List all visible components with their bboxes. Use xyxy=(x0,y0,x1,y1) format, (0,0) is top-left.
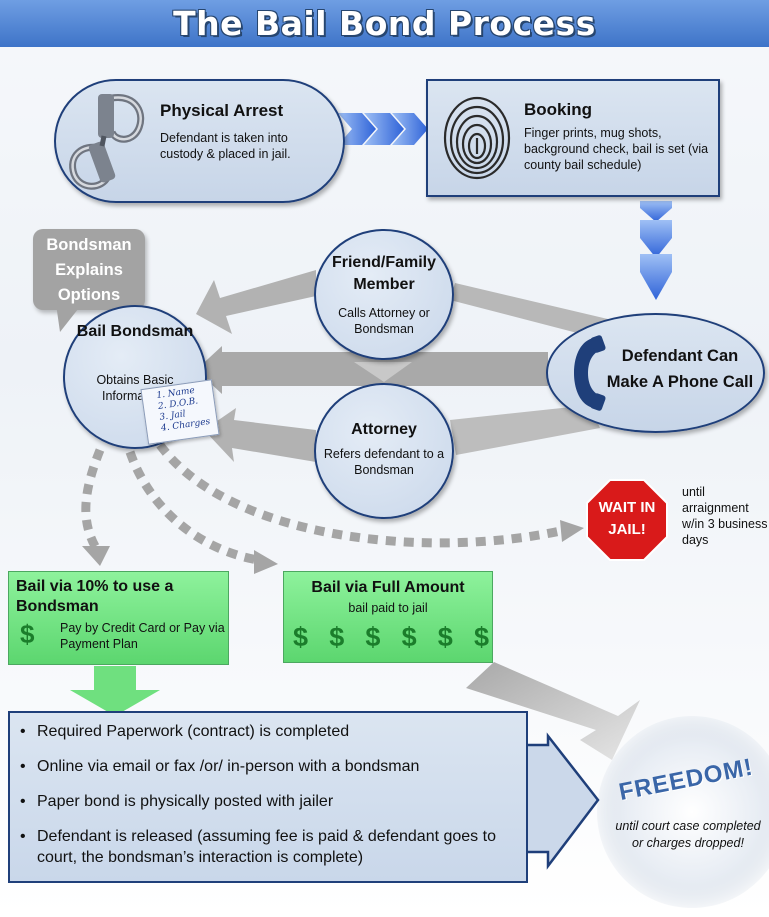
step-item: Required Paperwork (contract) is complet… xyxy=(20,721,525,742)
dollar-icon: $ xyxy=(473,622,489,652)
full-amount-dollar-row: $ $ $ $ $ $ xyxy=(293,622,489,653)
handcuffs-icon xyxy=(69,94,145,190)
attorney-circle xyxy=(314,383,454,519)
attorney-title: Attorney xyxy=(351,421,417,438)
gray-arrow-phone-to-attorney xyxy=(450,405,600,455)
release-steps-list: Required Paperwork (contract) is complet… xyxy=(20,721,525,882)
stop-sign-icon xyxy=(586,479,668,561)
dotted-arrow-to-ten-percent xyxy=(81,448,105,551)
bail-full-amount-desc: bail paid to jail xyxy=(348,601,428,615)
gray-arrow-friend-to-bondsman xyxy=(196,270,316,334)
green-arrow-ten-percent-down xyxy=(70,666,160,716)
chevron-arrow-arrest-to-booking xyxy=(338,113,428,145)
bondsman-explains-text: Bondsman Explains Options xyxy=(46,236,132,304)
fingerprint-icon xyxy=(443,96,511,180)
page-title: The Bail Bond Process xyxy=(173,4,596,43)
dollar-icon: $ xyxy=(20,619,35,649)
friend-family-circle xyxy=(314,229,454,360)
basic-info-note: 1. Name 2. D.O.B. 3. Jail 4. Charges xyxy=(140,379,220,445)
step-item: Online via email or fax /or/ in-person w… xyxy=(20,756,525,777)
step-item: Paper bond is physically posted with jai… xyxy=(20,791,525,812)
title-banner: The Bail Bond Process xyxy=(0,0,769,47)
physical-arrest-desc: Defendant is taken into custody & placed… xyxy=(160,131,291,161)
dotted-arrow-to-wait xyxy=(156,442,566,548)
steps-arrow-head xyxy=(524,732,600,870)
bail-full-amount-title: Bail via Full Amount xyxy=(311,579,465,596)
dotted-arrowhead-full-amount xyxy=(254,550,278,574)
phone-icon xyxy=(574,335,606,411)
physical-arrest-title: Physical Arrest xyxy=(160,101,284,120)
phone-call-title: Defendant Can Make A Phone Call xyxy=(606,347,754,391)
step-item: Defendant is released (assuming fee is p… xyxy=(20,826,525,868)
booking-title: Booking xyxy=(524,100,592,119)
bail-ten-percent-box xyxy=(8,571,229,665)
bail-bondsman-title: Bail Bondsman xyxy=(76,323,194,340)
freedom-desc: until court case completed or charges dr… xyxy=(615,819,761,850)
gray-arrow-attorney-to-bondsman xyxy=(204,408,316,462)
until-arraignment-text: until arraignment w/in 3 business days xyxy=(682,485,768,547)
dollar-icon: $ xyxy=(293,622,309,652)
gray-arrow-phone-to-friend xyxy=(450,283,612,335)
bondsman-explains-callout xyxy=(33,229,145,310)
attorney-desc: Refers defendant to a Bondsman xyxy=(323,447,445,477)
freedom-cloud xyxy=(597,716,769,908)
booking-desc: Finger prints, mug shots, background che… xyxy=(524,126,709,172)
gray-arrow-full-to-freedom xyxy=(466,662,640,760)
friend-family-desc: Calls Attorney or Bondsman xyxy=(338,306,430,336)
dotted-arrow-to-full-amount xyxy=(125,450,259,565)
wait-in-jail-text: WAIT IN JAIL! xyxy=(598,499,656,538)
friend-family-title: Friend/Family Member xyxy=(331,254,437,293)
dollar-icon: $ xyxy=(437,622,453,652)
dollar-icon: $ xyxy=(329,622,345,652)
dotted-arrowhead-ten-percent xyxy=(82,546,110,566)
dollar-icon: $ xyxy=(365,622,381,652)
dollar-icon: $ xyxy=(401,622,417,652)
chevron-arrow-booking-to-phone xyxy=(640,201,672,300)
bail-ten-percent-title: Bail via 10% to use a Bondsman xyxy=(16,578,174,615)
callout-tail xyxy=(56,304,82,332)
bail-full-amount-box xyxy=(283,571,493,663)
bail-ten-percent-desc: Pay by Credit Card or Pay via Payment Pl… xyxy=(60,621,225,651)
gray-arrow-friend-to-attorney xyxy=(354,362,412,382)
dotted-arrowhead-wait xyxy=(560,520,584,542)
